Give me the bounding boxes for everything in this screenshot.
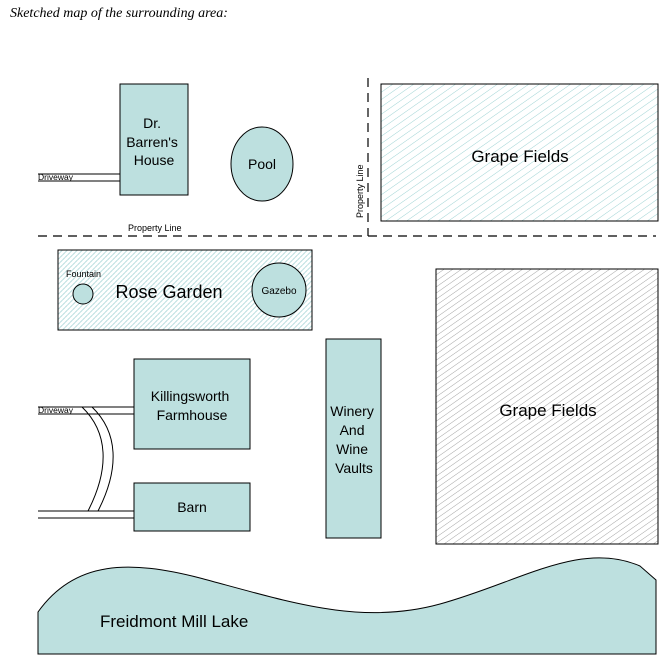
killingsworth-farmhouse [133,358,251,450]
page-title: Sketched map of the surrounding area: [10,6,228,21]
grape-fields-north-label: Grape Fields [471,147,568,166]
grape-fields-north [380,83,659,222]
gazebo [251,262,307,318]
fountain [72,283,94,305]
farmhouse-label: Killingsworth Farmhouse [151,388,233,423]
property-line-vertical-label: Property Line [355,164,365,218]
gazebo-label: Gazebo [261,286,296,297]
property-line-horizontal-label: Property Line [128,223,182,233]
driveway-south-label: Driveway [38,406,73,415]
dr-barrens-house [119,83,189,196]
fountain-label: Fountain [66,269,101,279]
freidmont-mill-lake [37,557,657,655]
grape-fields-south-label: Grape Fields [499,401,596,420]
winery-label: Winery And Wine Vaults [330,403,377,476]
pool-label: Pool [248,156,276,172]
grape-fields-south [435,268,659,545]
rose-garden-label: Rose Garden [115,282,222,302]
lake-label: Freidmont Mill Lake [100,612,248,631]
driveway-north-label: Driveway [38,173,73,182]
barn-label: Barn [177,499,207,515]
winery-and-wine-vaults [325,338,382,539]
pool [230,126,294,202]
driveway-south [38,406,134,519]
dr-barrens-house-label: Dr. Barren's House [126,115,182,168]
barn [133,482,251,532]
